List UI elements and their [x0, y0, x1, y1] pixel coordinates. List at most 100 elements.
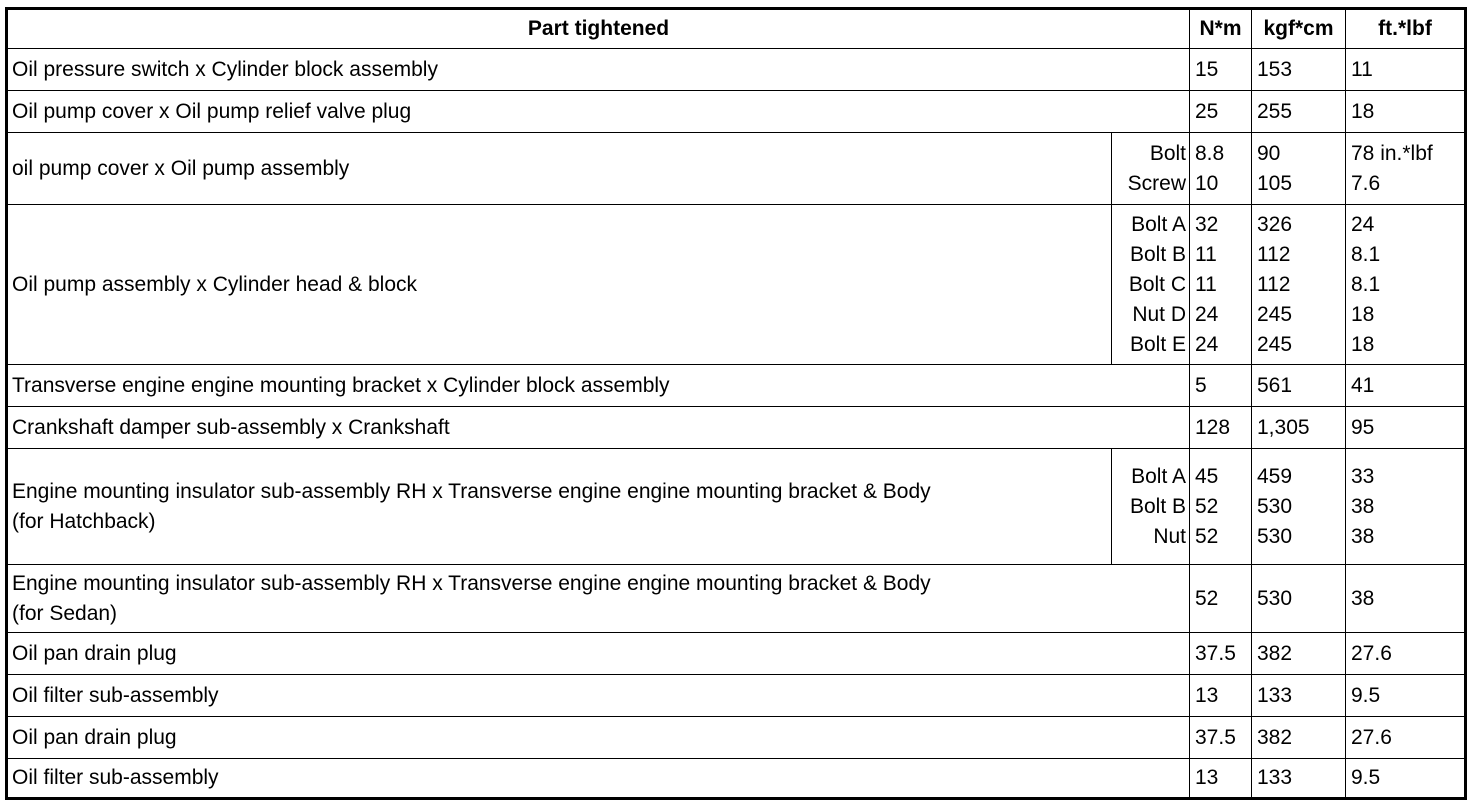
torque-ftlbf-cell: 38	[1345, 564, 1466, 633]
torque-nm-cell-value: 128	[1195, 415, 1231, 439]
part-tightened-cell: Oil filter sub-assembly	[6, 758, 1190, 799]
torque-ftlbf-cell-value: 8.1	[1351, 272, 1381, 296]
torque-ftlbf-cell-value: 38	[1351, 586, 1375, 610]
torque-nm-cell-value: 13	[1195, 766, 1219, 789]
table-row: Oil filter sub-assembly 13 133 9.5	[6, 674, 1466, 717]
torque-ftlbf-cell-value: 27.6	[1351, 641, 1392, 665]
torque-nm-cell: 13	[1189, 758, 1252, 799]
table-row: Oil pan drain plug 37.5 382 27.6	[6, 716, 1466, 759]
torque-kgfcm-cell-value: 530	[1257, 586, 1293, 610]
torque-nm-cell-value: 37.5	[1195, 725, 1236, 749]
torque-nm-cell: 128	[1189, 406, 1252, 449]
fastener-type-cell-value: Bolt E	[1129, 332, 1186, 356]
part-tightened-cell: Transverse engine engine mounting bracke…	[6, 364, 1190, 407]
torque-ftlbf-cell-value: 18	[1351, 332, 1375, 356]
torque-kgfcm-cell-value: 530	[1257, 524, 1293, 548]
part-name: (for Hatchback)	[12, 509, 156, 533]
torque-nm-cell: 13	[1189, 674, 1252, 717]
fastener-type-cell-value: Bolt C	[1128, 272, 1186, 296]
fastener-type-cell-value: Bolt B	[1129, 242, 1186, 266]
torque-ftlbf-cell-value: 9.5	[1351, 766, 1381, 789]
torque-nm-cell: 25	[1189, 90, 1252, 133]
part-name: Engine mounting insulator sub-assembly R…	[12, 479, 931, 503]
torque-nm-cell: 37.5	[1189, 632, 1252, 675]
table-row: Oil pump cover x Oil pump relief valve p…	[6, 90, 1466, 133]
torque-ftlbf-cell-value: 11	[1351, 57, 1373, 81]
torque-kgfcm-cell-value: 382	[1257, 641, 1293, 665]
header-kgfcm: kgf*cm	[1251, 8, 1346, 49]
fastener-type-cell-value: Bolt A	[1131, 464, 1186, 488]
torque-nm-cell-value: 13	[1195, 683, 1219, 707]
part-name: Oil pressure switch x Cylinder block ass…	[12, 57, 438, 81]
torque-kgfcm-cell-value: 90	[1257, 141, 1281, 165]
torque-kgfcm-cell-value: 382	[1257, 725, 1293, 749]
torque-nm-cell-value: 52	[1195, 494, 1219, 518]
table-row: Crankshaft damper sub-assembly x Cranksh…	[6, 406, 1466, 449]
torque-nm-cell-value: 11	[1195, 242, 1217, 266]
torque-kgfcm-cell-value: 112	[1257, 272, 1291, 296]
torque-kgfcm-cell-value: 133	[1257, 766, 1293, 789]
torque-ftlbf-cell-value: 8.1	[1351, 242, 1381, 266]
part-tightened-cell: Oil pump cover x Oil pump relief valve p…	[6, 90, 1190, 133]
part-tightened-cell: Engine mounting insulator sub-assembly R…	[6, 448, 1112, 565]
torque-ftlbf-cell-value: 27.6	[1351, 725, 1392, 749]
fastener-type-cell: Bolt A Bolt B Nut	[1111, 448, 1190, 565]
torque-kgfcm-cell-value: 326	[1257, 212, 1293, 236]
fastener-type-cell-value: Nut	[1153, 524, 1186, 548]
torque-kgfcm-cell: 1,305	[1251, 406, 1346, 449]
torque-ftlbf-cell: 27.6	[1345, 716, 1466, 759]
table-row: Oil pump assembly x Cylinder head & bloc…	[6, 204, 1466, 365]
fastener-type-cell-value: Bolt B	[1129, 494, 1186, 518]
torque-kgfcm-cell-value: 133	[1257, 683, 1293, 707]
header-ftlbf: ft.*lbf	[1345, 8, 1466, 49]
torque-ftlbf-cell: 9.5	[1345, 758, 1466, 799]
part-name: oil pump cover x Oil pump assembly	[12, 156, 350, 180]
torque-nm-cell-value: 25	[1195, 99, 1219, 123]
part-name: Oil filter sub-assembly	[12, 683, 219, 707]
part-name: (for Sedan)	[12, 601, 118, 625]
torque-ftlbf-cell: 18	[1345, 90, 1466, 133]
torque-kgfcm-cell: 133	[1251, 674, 1346, 717]
torque-specification-table: Part tightened N*m kgf*cm ft.*lbf Oil pr…	[5, 7, 1467, 800]
part-name: Oil pump cover x Oil pump relief valve p…	[12, 99, 412, 123]
part-name: Oil pump assembly x Cylinder head & bloc…	[12, 272, 418, 296]
part-tightened-cell: oil pump cover x Oil pump assembly	[6, 132, 1112, 205]
torque-kgfcm-cell: 561	[1251, 364, 1346, 407]
part-tightened-cell: Crankshaft damper sub-assembly x Cranksh…	[6, 406, 1190, 449]
torque-ftlbf-cell-value: 9.5	[1351, 683, 1381, 707]
torque-nm-cell-value: 11	[1195, 272, 1217, 296]
torque-nm-cell: 52	[1189, 564, 1252, 633]
fastener-type-cell-value: Bolt A	[1131, 212, 1186, 236]
torque-nm-cell-value: 45	[1195, 464, 1219, 488]
header-nm: N*m	[1189, 8, 1252, 49]
torque-ftlbf-cell-value: 41	[1351, 373, 1375, 397]
torque-ftlbf-cell: 9.5	[1345, 674, 1466, 717]
header-part-tightened: Part tightened	[6, 8, 1190, 49]
torque-ftlbf-cell-value: 33	[1351, 464, 1375, 488]
torque-kgfcm-cell: 255	[1251, 90, 1346, 133]
torque-nm-cell-value: 24	[1195, 332, 1219, 356]
fastener-type-cell-value: Bolt	[1149, 141, 1186, 165]
part-name: Oil filter sub-assembly	[12, 766, 219, 789]
part-name: Oil pan drain plug	[12, 725, 177, 749]
torque-ftlbf-cell-value: 95	[1351, 415, 1375, 439]
torque-nm-cell-value: 52	[1195, 586, 1219, 610]
part-tightened-cell: Engine mounting insulator sub-assembly R…	[6, 564, 1190, 633]
torque-nm-cell-value: 8.8	[1195, 141, 1225, 165]
table-row: Oil pressure switch x Cylinder block ass…	[6, 48, 1466, 91]
table-row: Transverse engine engine mounting bracke…	[6, 364, 1466, 407]
part-name: Transverse engine engine mounting bracke…	[12, 373, 670, 397]
torque-nm-cell-value: 24	[1195, 302, 1219, 326]
torque-kgfcm-cell-value: 561	[1257, 373, 1293, 397]
torque-nm-cell: 37.5	[1189, 716, 1252, 759]
part-tightened-cell: Oil filter sub-assembly	[6, 674, 1190, 717]
